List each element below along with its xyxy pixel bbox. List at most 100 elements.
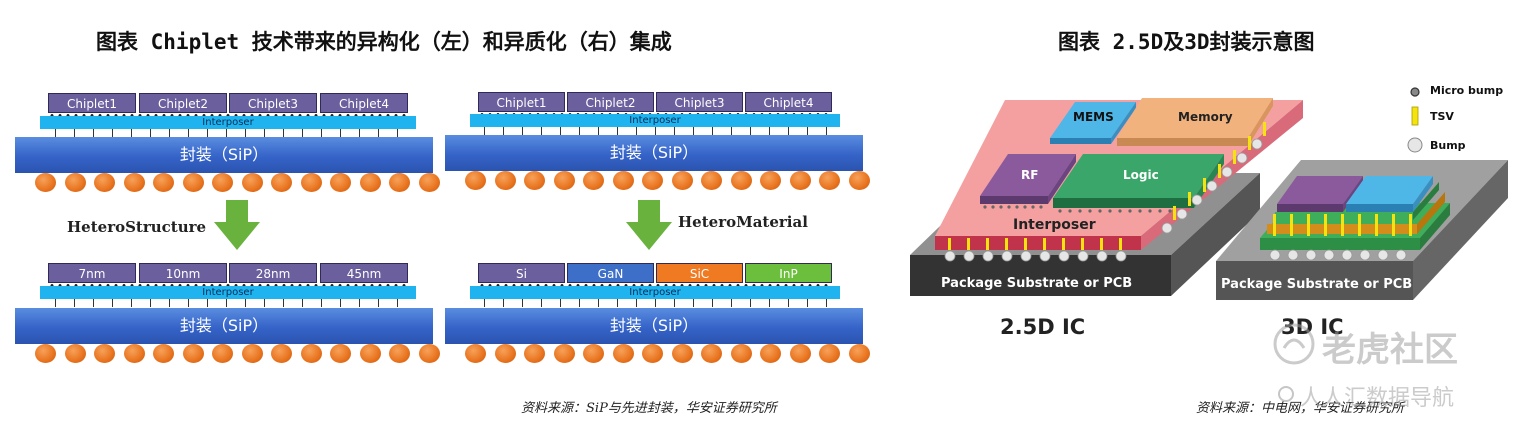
- chiplet-4: Chiplet4: [320, 93, 408, 113]
- chiplet-2: Chiplet2: [139, 93, 227, 113]
- interposer-label: Interposer: [1013, 217, 1096, 233]
- interposer: Interposer: [470, 114, 840, 127]
- mems-die: [1050, 102, 1136, 144]
- solder-ball: [465, 171, 486, 190]
- interposer-bumps: [45, 299, 413, 307]
- solder-ball: [789, 171, 811, 190]
- solder-ball: [671, 171, 693, 190]
- solder-ball: [389, 344, 410, 363]
- sip-package: 封装（SiP）: [15, 137, 433, 173]
- micro-bump-icon: [1410, 87, 1420, 97]
- solder-ball: [819, 171, 840, 190]
- solder-ball: [465, 344, 486, 363]
- legend-tsv: TSV: [1430, 110, 1454, 123]
- down-arrow-icon: [626, 200, 672, 250]
- solder-ball: [760, 344, 781, 363]
- bumps-3d: [1269, 249, 1407, 261]
- solder-ball: [300, 344, 322, 363]
- substrate-25d-label: Package Substrate or PCB: [941, 276, 1133, 291]
- solder-ball: [730, 344, 752, 363]
- solder-ball: [153, 344, 174, 363]
- solder-ball: [701, 171, 722, 190]
- package-3d-diagram: [910, 98, 1508, 300]
- interposer-bumps: [45, 129, 413, 137]
- sip-package: 封装（SiP）: [15, 308, 433, 344]
- solder-ball: [789, 344, 811, 363]
- solder-ball: [642, 171, 663, 190]
- solder-ball: [524, 171, 545, 190]
- logic-label: Logic: [1123, 168, 1159, 182]
- solder-ball: [359, 173, 381, 192]
- solder-ball: [553, 171, 575, 190]
- solder-ball: [64, 344, 86, 363]
- solder-ball: [671, 344, 693, 363]
- solder-ball: [300, 173, 322, 192]
- solder-ball: [553, 344, 575, 363]
- solder-ball: [271, 173, 292, 192]
- camera-icon: [1278, 386, 1294, 402]
- chip-28nm: 28nm: [229, 263, 317, 283]
- chiplet-4: Chiplet4: [745, 92, 832, 112]
- solder-ball: [583, 344, 604, 363]
- solder-ball: [389, 173, 410, 192]
- solder-ball: [730, 171, 752, 190]
- interposer-bumps: [474, 127, 836, 135]
- chip-si: Si: [478, 263, 565, 283]
- solder-ball: [35, 173, 56, 192]
- chip-sic: SiC: [656, 263, 743, 283]
- chip-10nm: 10nm: [139, 263, 227, 283]
- die-3d-purple: [1277, 176, 1363, 212]
- sip-package: 封装（SiP）: [445, 135, 863, 171]
- left-figure-title: 图表 Chiplet 技术带来的异构化（左）和异质化（右）集成: [96, 30, 672, 54]
- solder-ball: [524, 344, 545, 363]
- solder-ball: [330, 173, 351, 192]
- legend-bump: Bump: [1430, 139, 1466, 152]
- memory-die: [1117, 98, 1273, 146]
- right-figure-title: 图表 2.5D及3D封装示意图: [1058, 30, 1315, 54]
- solder-ball: [418, 173, 440, 192]
- interposer: Interposer: [470, 286, 840, 299]
- chiplet-1: Chiplet1: [48, 93, 136, 113]
- chiplet-3: Chiplet3: [229, 93, 317, 113]
- solder-ball: [271, 344, 292, 363]
- chip-inp: InP: [745, 263, 832, 283]
- solder-ball: [642, 344, 663, 363]
- solder-ball: [212, 344, 233, 363]
- solder-ball: [153, 173, 174, 192]
- substrate-3d-label: Package Substrate or PCB: [1221, 277, 1413, 292]
- die-3d-blue: [1346, 176, 1433, 212]
- micro-bumps: [48, 283, 408, 288]
- micro-bumps: [478, 283, 832, 288]
- solder-ball: [819, 344, 840, 363]
- chip-gan: GaN: [567, 263, 654, 283]
- solder-ball: [359, 344, 381, 363]
- solder-ball: [241, 173, 263, 192]
- solder-ball: [612, 171, 634, 190]
- bumps-side-25d: [1161, 138, 1263, 234]
- chip-45nm: 45nm: [320, 263, 408, 283]
- solder-ball: [94, 344, 115, 363]
- solder-ball: [182, 344, 204, 363]
- solder-ball: [241, 344, 263, 363]
- bump-icon: [1407, 137, 1423, 153]
- left-figure-source: 资料来源：SiP与先进封装，华安证券研究所: [521, 401, 777, 416]
- label-25d-ic: 2.5D IC: [1000, 315, 1086, 339]
- solder-ball: [612, 344, 634, 363]
- bumps-25d: [944, 250, 1127, 262]
- tsv-icon: [1411, 106, 1419, 126]
- tsv-3d: [1273, 214, 1412, 236]
- solder-ball: [123, 173, 145, 192]
- rf-die: [980, 154, 1076, 204]
- watermark-tiger-community: 老虎社区: [1322, 330, 1458, 370]
- solder-ball: [330, 344, 351, 363]
- chiplet-3: Chiplet3: [656, 92, 743, 112]
- solder-ball: [212, 173, 233, 192]
- chip-7nm: 7nm: [48, 263, 136, 283]
- legend-micro-bump: Micro bump: [1430, 84, 1504, 97]
- mems-label: MEMS: [1073, 110, 1114, 124]
- solder-ball: [64, 173, 86, 192]
- interposer: Interposer: [40, 116, 416, 129]
- hetero-structure-label: HeteroStructure: [67, 218, 207, 236]
- memory-label: Memory: [1178, 110, 1233, 124]
- down-arrow-icon: [214, 200, 260, 250]
